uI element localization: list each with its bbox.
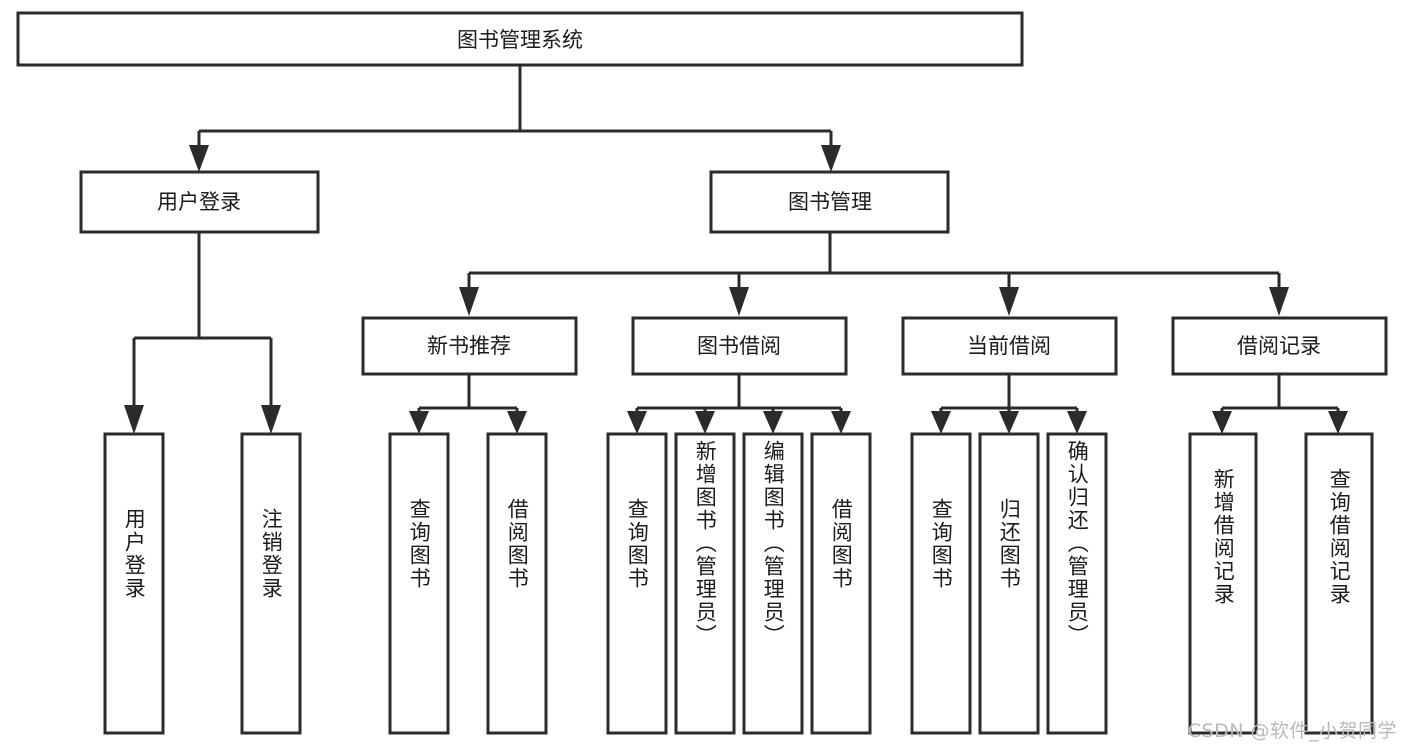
arrow-head-icon bbox=[695, 411, 715, 434]
arrow-head-icon bbox=[1067, 411, 1087, 434]
arrow-head-icon bbox=[507, 411, 527, 434]
node-user-login-label: 用户登录 bbox=[157, 190, 241, 214]
arrow-head-icon bbox=[831, 411, 851, 434]
arrow-head-icon bbox=[409, 411, 429, 434]
arrow-head-icon bbox=[821, 145, 841, 172]
arrow-head-icon bbox=[1328, 411, 1348, 434]
watermark-text: CSDN @软件_小贺同学 bbox=[1187, 720, 1397, 742]
connector-book-manage-to-level2 bbox=[459, 232, 1289, 316]
node-book-manage-label: 图书管理 bbox=[788, 190, 872, 214]
connector-book-borrow-to-leaves bbox=[627, 374, 851, 434]
arrow-head-icon bbox=[261, 405, 281, 434]
node-root[interactable]: 图书管理系统 bbox=[16, 11, 1024, 67]
node-borrow-record-label: 借阅记录 bbox=[1237, 334, 1321, 358]
leaf-box-borrow-book-1[interactable] bbox=[486, 432, 548, 735]
arrow-head-icon bbox=[459, 287, 479, 316]
node-current-borrow[interactable]: 当前借阅 bbox=[901, 316, 1118, 376]
leaf-box-add-book[interactable] bbox=[674, 432, 736, 735]
connector-user-login-to-leaves bbox=[124, 232, 281, 434]
arrow-head-icon bbox=[931, 411, 951, 434]
node-borrow-record[interactable]: 借阅记录 bbox=[1171, 316, 1388, 376]
arrow-head-icon bbox=[999, 411, 1019, 434]
node-new-book-rec-box[interactable] bbox=[361, 316, 578, 376]
leaf-box-query-record[interactable] bbox=[1304, 432, 1374, 735]
arrow-head-icon bbox=[763, 411, 783, 434]
node-book-borrow-label: 图书借阅 bbox=[697, 334, 781, 358]
leaf-box-user-login[interactable] bbox=[103, 432, 165, 735]
arrow-head-icon bbox=[627, 411, 647, 434]
leaf-box-confirm-return[interactable] bbox=[1046, 432, 1108, 735]
leaf-box-query-book-3[interactable] bbox=[910, 432, 972, 735]
node-current-borrow-box[interactable] bbox=[901, 316, 1118, 376]
node-root-label: 图书管理系统 bbox=[457, 28, 583, 52]
leaf-box-logout[interactable] bbox=[240, 432, 302, 735]
connector-root-to-level1 bbox=[189, 65, 841, 172]
leaf-box-query-book-1[interactable] bbox=[388, 432, 450, 735]
node-book-manage[interactable]: 图书管理 bbox=[709, 170, 950, 234]
arrow-head-icon bbox=[1269, 287, 1289, 316]
arrow-head-icon bbox=[124, 405, 144, 434]
connector-borrow-record-to-leaves bbox=[1212, 374, 1348, 434]
connector-new-book-rec-to-leaves bbox=[409, 374, 527, 434]
arrow-head-icon bbox=[729, 287, 749, 316]
leaf-box-query-book-2[interactable] bbox=[606, 432, 668, 735]
leaf-box-borrow-book-2[interactable] bbox=[810, 432, 872, 735]
leaf-box-return-book[interactable] bbox=[978, 432, 1040, 735]
node-root-box[interactable] bbox=[16, 11, 1024, 67]
leaf-box-add-record[interactable] bbox=[1188, 432, 1258, 735]
node-current-borrow-label: 当前借阅 bbox=[967, 334, 1051, 358]
connector-current-borrow-to-leaves bbox=[931, 374, 1087, 434]
leaf-box-edit-book[interactable] bbox=[742, 432, 804, 735]
arrow-head-icon bbox=[1212, 411, 1232, 434]
node-user-login[interactable]: 用户登录 bbox=[79, 170, 320, 234]
node-new-book-rec[interactable]: 新书推荐 bbox=[361, 316, 578, 376]
node-user-login-box[interactable] bbox=[79, 170, 320, 234]
arrow-head-icon bbox=[189, 145, 209, 172]
node-book-borrow[interactable]: 图书借阅 bbox=[631, 316, 848, 376]
node-new-book-rec-label: 新书推荐 bbox=[427, 334, 511, 358]
arrow-head-icon bbox=[999, 287, 1019, 316]
